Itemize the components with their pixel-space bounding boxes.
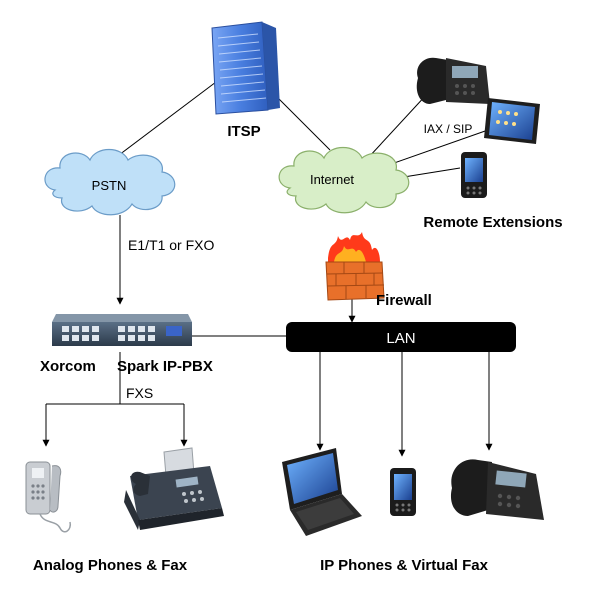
internet-cloud-icon [278,146,410,214]
fax-machine-icon [124,447,224,530]
fxs-label: FXS [126,385,153,401]
lan-label: LAN [386,330,415,347]
analog-phones-fax-label: Analog Phones & Fax [33,557,188,574]
itsp-server-icon [211,21,280,115]
remote-tablet-icon [484,98,540,144]
connections [42,81,493,457]
ip-phones-virtual-fax-label: IP Phones & Virtual Fax [320,557,488,574]
remote-mobile-phone-icon [461,152,487,198]
internet-label: Internet [310,172,354,187]
pstn-cloud-icon [44,148,176,216]
lan-bar [286,322,516,352]
internet-to-desk-phone-line [367,92,429,159]
itsp-label: ITSP [227,123,260,140]
spark-ip-pbx-label: Spark IP-PBX [117,358,213,375]
itsp-to-pstn-line [114,81,217,159]
internet-to-tablet-line [379,129,489,169]
ip-desk-phone-icon [450,459,544,520]
firewall-icon [325,232,385,301]
remote-desk-phone-icon [416,57,490,104]
e1-t1-fxo-label: E1/T1 or FXO [128,237,214,253]
laptop-icon [282,448,362,536]
iax-sip-label: IAX / SIP [424,122,473,136]
analog-phone-icon [25,461,72,533]
lan-mobile-phone-icon [390,468,416,516]
pbx-device-icon [52,314,192,346]
pstn-label: PSTN [92,178,127,193]
firewall-label: Firewall [376,292,432,309]
xorcom-label: Xorcom [40,358,96,375]
remote-extensions-label: Remote Extensions [423,214,562,231]
